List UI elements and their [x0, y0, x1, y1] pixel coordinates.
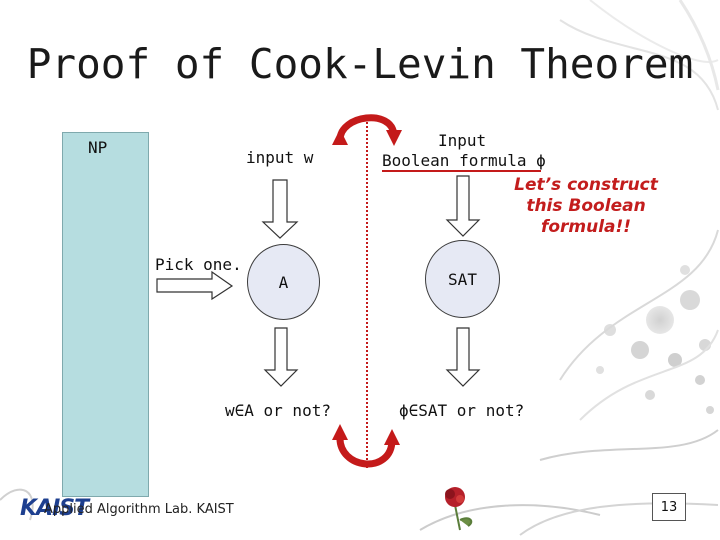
np-box — [62, 132, 149, 497]
down-arrow-to-sat — [445, 175, 481, 237]
left-question: w∈A or not? — [225, 401, 331, 420]
note-line-1: Let’s construct — [514, 175, 658, 195]
note-line-3: formula!! — [540, 217, 632, 237]
note-line-2: this Boolean — [526, 196, 646, 216]
page-number: 13 — [652, 493, 686, 521]
page-number-value: 13 — [660, 499, 678, 515]
boolean-formula-label: Boolean formula ϕ — [382, 151, 546, 170]
construct-note: Let’s construct this Boolean formula!! — [508, 175, 664, 238]
pick-one-label: Pick one. — [155, 255, 242, 274]
np-label: NP — [88, 138, 108, 157]
slide-title: Proof of Cook-Levin Theorem — [26, 40, 694, 88]
right-arrow-pick — [156, 270, 234, 301]
node-sat: SAT — [425, 240, 500, 318]
node-sat-label: SAT — [448, 269, 477, 289]
input-label: Input — [438, 131, 487, 150]
node-a: A — [247, 244, 320, 320]
input-w-label: input w — [246, 148, 314, 167]
rose-decoration — [445, 487, 473, 531]
down-arrow-to-a — [261, 179, 299, 239]
down-arrow-sat-question — [445, 327, 481, 387]
footer-text: Applied Algorithm Lab. KAIST — [44, 502, 234, 517]
right-question: ϕ∈SAT or not? — [399, 401, 525, 420]
top-curved-red-arrow — [332, 114, 402, 146]
down-arrow-a-question — [263, 327, 299, 387]
kaist-logo: KAIST — [20, 496, 89, 521]
node-a-label: A — [278, 272, 289, 292]
bottom-curved-red-arrow — [332, 424, 400, 468]
